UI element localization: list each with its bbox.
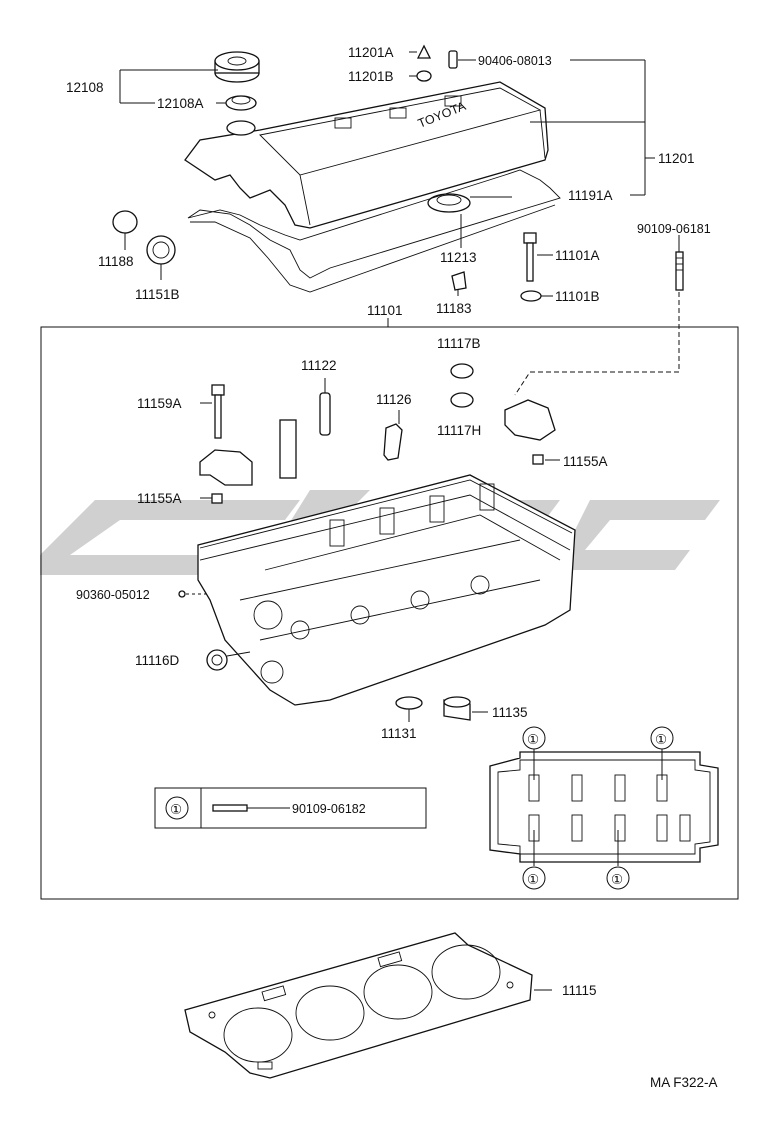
part-labels: 12108 12108A 11201A 11201B 90406-08013 1… bbox=[66, 45, 718, 1090]
label-11201: 11201 bbox=[658, 151, 695, 166]
label-11135: 11135 bbox=[492, 705, 528, 720]
cylinder-head-group-box bbox=[40, 326, 739, 900]
valve-guide-intake bbox=[319, 392, 331, 436]
camshaft-bearing-cap-left bbox=[199, 449, 253, 486]
label-11122: 11122 bbox=[301, 358, 337, 373]
label-11191A: 11191A bbox=[568, 188, 613, 203]
label-11116D: 11116D bbox=[135, 653, 180, 668]
label-11101B: 11101B bbox=[555, 289, 600, 304]
cover-gasket bbox=[187, 169, 561, 293]
label-11101A: 11101A bbox=[555, 248, 600, 263]
cylinder-head-gasket bbox=[184, 932, 533, 1079]
label-90406-08013: 90406-08013 bbox=[478, 54, 552, 68]
label-11126: 11126 bbox=[376, 392, 412, 407]
ring-11131 bbox=[395, 696, 423, 710]
cam-plug bbox=[112, 210, 138, 234]
cover-bolt bbox=[523, 232, 537, 282]
label-11115: 11115 bbox=[562, 983, 597, 998]
label-12108A: 12108A bbox=[157, 96, 204, 111]
seal-11116D bbox=[206, 649, 228, 671]
label-11117B: 11117B bbox=[437, 336, 481, 351]
legend-symbol: ① bbox=[170, 802, 182, 817]
label-11155A-right: 11155A bbox=[563, 454, 608, 469]
label-11201A: 11201A bbox=[348, 45, 394, 60]
washer-11201B bbox=[416, 70, 432, 82]
callout-symbol-1: ① bbox=[527, 732, 539, 747]
legend-box bbox=[154, 787, 427, 829]
oil-filler-cap bbox=[214, 51, 260, 83]
stud-90406 bbox=[448, 50, 458, 69]
grommet-11183 bbox=[451, 271, 467, 291]
seal-ring bbox=[146, 235, 176, 265]
head-bolt-pattern-view bbox=[489, 726, 719, 890]
valve-guide-exhaust bbox=[383, 423, 403, 461]
label-11188: 11188 bbox=[98, 254, 134, 269]
cover-bolt-washer bbox=[520, 290, 542, 302]
callout-symbol-2: ① bbox=[655, 732, 667, 747]
stud-90109-06181 bbox=[675, 251, 684, 291]
callout-symbol-4: ① bbox=[611, 872, 623, 887]
label-11155A-left: 11155A bbox=[137, 491, 182, 506]
diagram-code: MA F322-A bbox=[650, 1075, 718, 1090]
label-11183: 11183 bbox=[436, 301, 472, 316]
label-11159A: 11159A bbox=[137, 396, 182, 411]
plug-90360 bbox=[178, 590, 186, 598]
cam-cap-bolt bbox=[211, 384, 225, 439]
label-90360-05012: 90360-05012 bbox=[76, 588, 150, 602]
label-11201B: 11201B bbox=[348, 69, 394, 84]
valve-stem-seal-lower bbox=[450, 392, 474, 408]
cylinder-head bbox=[197, 474, 576, 706]
plug-tube-seal bbox=[427, 193, 471, 213]
camshaft-bearing-cap-right bbox=[504, 399, 556, 441]
label-11117H: 11117H bbox=[437, 423, 481, 438]
label-11131: 11131 bbox=[381, 726, 417, 741]
label-11151B: 11151B bbox=[135, 287, 180, 302]
valve-stem-seal-upper bbox=[450, 363, 474, 379]
filler-cap-gasket bbox=[225, 95, 257, 111]
pin-11155A-right bbox=[532, 454, 544, 465]
nut-11201A bbox=[416, 44, 432, 59]
spark-plug-tube bbox=[279, 419, 297, 479]
label-11213: 11213 bbox=[440, 250, 477, 265]
label-12108: 12108 bbox=[66, 80, 104, 95]
callout-symbol-3: ① bbox=[527, 872, 539, 887]
label-90109-06182: 90109-06182 bbox=[292, 802, 366, 816]
cylinder-head-cover: TOYOTA bbox=[184, 81, 549, 229]
label-11101: 11101 bbox=[367, 303, 403, 318]
pin-11155A-left bbox=[211, 493, 223, 504]
label-90109-06181: 90109-06181 bbox=[637, 222, 711, 236]
